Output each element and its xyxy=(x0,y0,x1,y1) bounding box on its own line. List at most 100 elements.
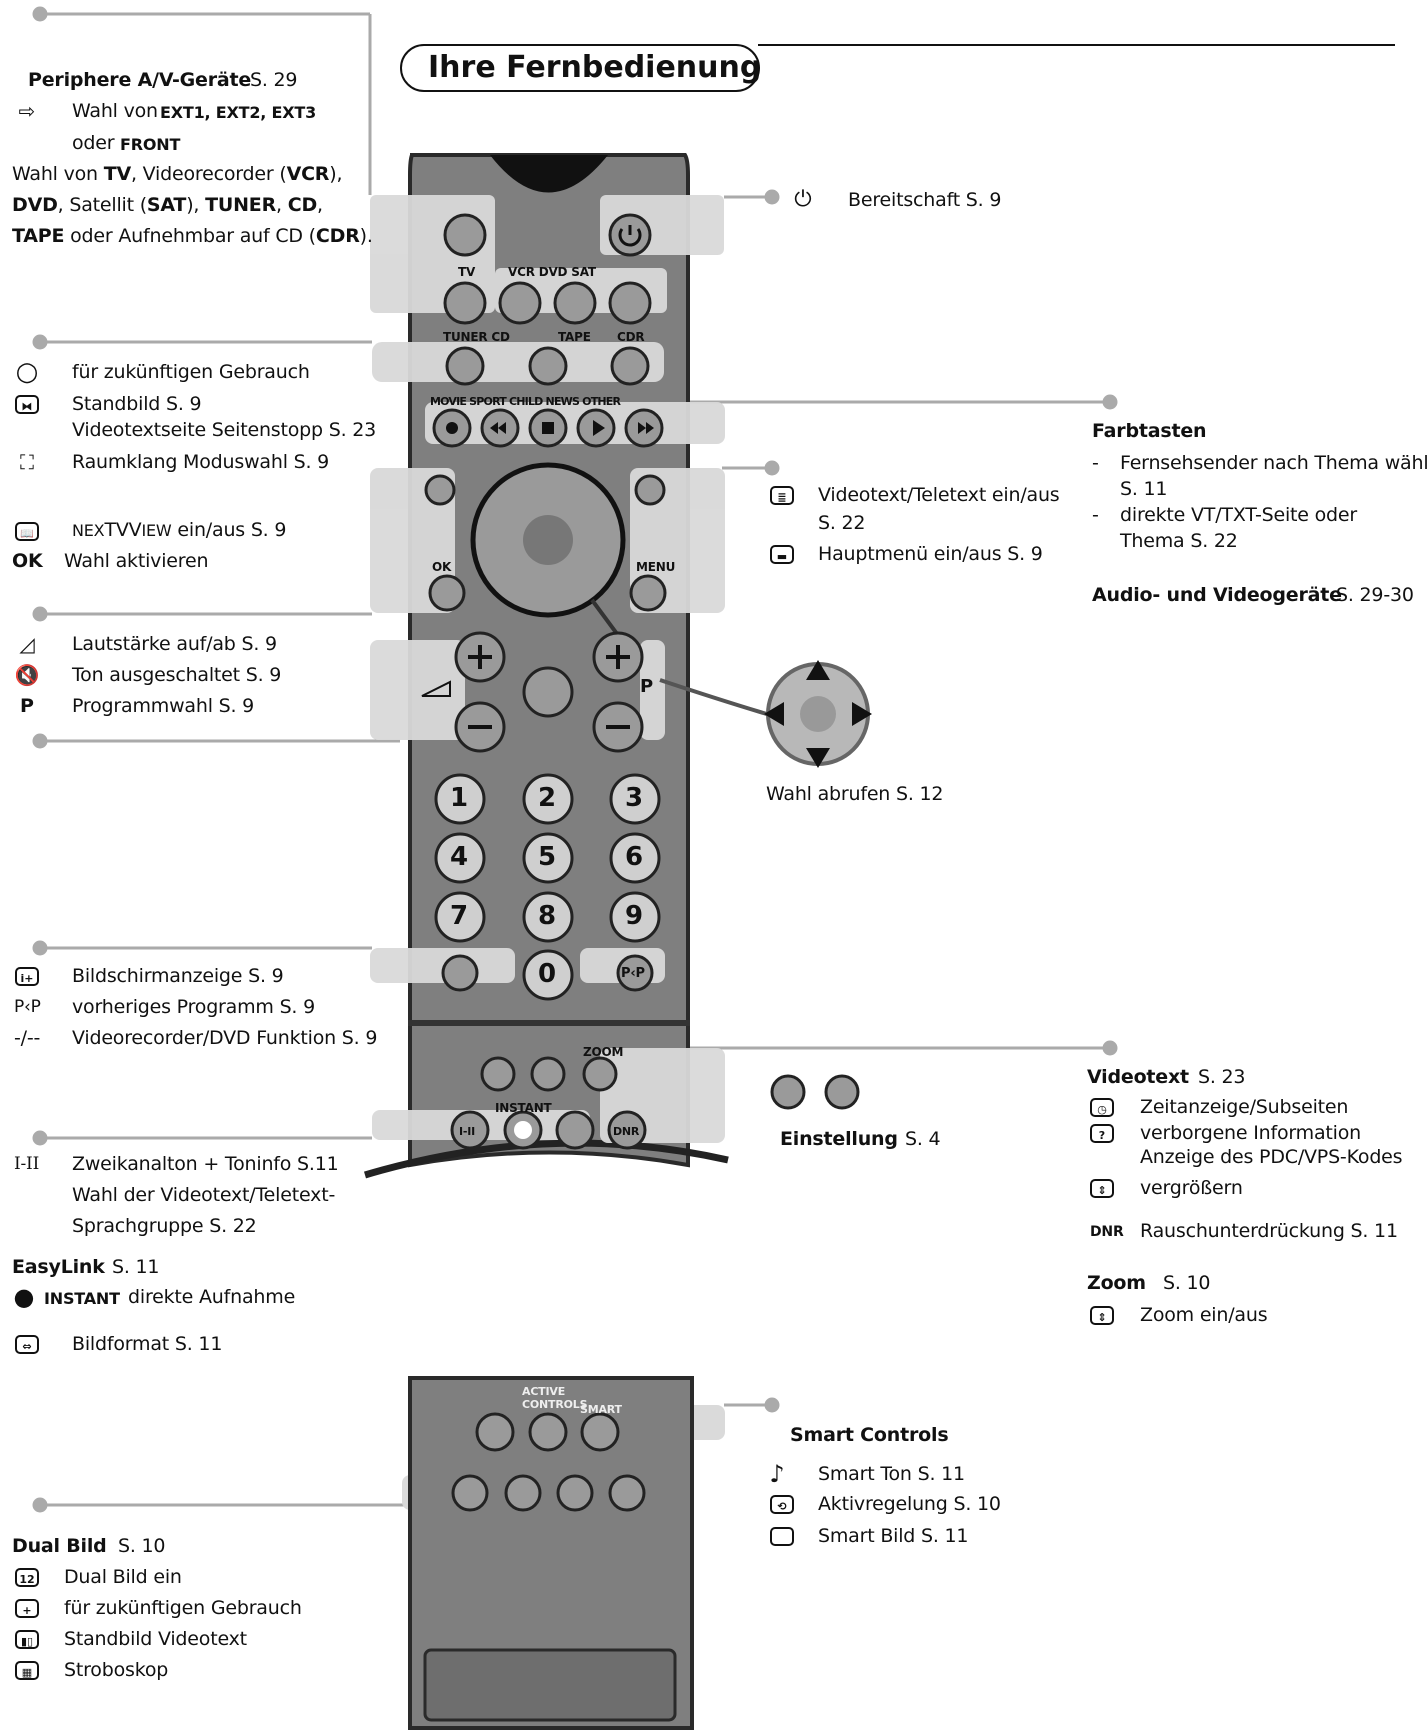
instant-label: INSTANT xyxy=(44,1289,120,1308)
source-tape: TAPE xyxy=(12,225,65,247)
teletext-icon: ≣ xyxy=(770,486,794,505)
videotext-ein-text: Videotext/Teletext ein/aus xyxy=(818,484,1060,506)
p-label: P xyxy=(20,695,34,717)
remote-label-menu: MENU xyxy=(636,560,676,574)
nextview-small: IEW xyxy=(141,521,172,540)
einstellung-page: S. 4 xyxy=(905,1128,941,1150)
digit-0[interactable]: 0 xyxy=(538,959,556,989)
remote-label-zoom: ZOOM xyxy=(583,1045,624,1059)
title-frame xyxy=(400,44,760,92)
active-control-icon: ⟲ xyxy=(770,1495,794,1514)
page-title: Ihre Fernbedienung xyxy=(428,50,762,85)
source-sat: SAT xyxy=(146,194,187,216)
source-text: , Videorecorder ( xyxy=(131,163,287,185)
wahl-videotext-text: Wahl der Videotext/Teletext- xyxy=(72,1184,336,1206)
info-icon: i+ xyxy=(15,967,39,986)
remote-label-smart: SMART xyxy=(580,1403,622,1416)
source-cd: CD xyxy=(287,194,318,216)
pip-icon: + xyxy=(15,1599,39,1618)
source-line-1: Wahl von TV, Videorecorder (VCR), xyxy=(12,162,343,186)
remote-label-themes: MOVIE SPORT CHILD NEWS OTHER xyxy=(430,395,621,408)
smart-picture-icon xyxy=(770,1527,794,1546)
aktivregelung-text: Aktivregelung S. 10 xyxy=(818,1493,1001,1515)
remote-label-dnr: DNR xyxy=(613,1125,640,1138)
ton-aus-text: Ton ausgeschaltet S. 9 xyxy=(72,664,282,686)
zoom-icon: ⇕ xyxy=(1090,1306,1114,1325)
programmwahl-text: Programmwahl S. 9 xyxy=(72,695,255,717)
standbild-text: Standbild S. 9 xyxy=(72,393,202,415)
dual-bild-ein-text: Dual Bild ein xyxy=(64,1566,182,1588)
remote-label-cdr: CDR xyxy=(617,330,645,344)
source-tuner: TUNER xyxy=(205,194,277,216)
remote-label-tv: TV xyxy=(458,265,476,279)
peripheral-heading: Periphere A/V-Geräte xyxy=(28,69,252,91)
source-tv: TV xyxy=(103,163,131,185)
remote-label-instant: INSTANT xyxy=(495,1101,552,1115)
source-text: Wahl von xyxy=(12,163,98,185)
menu-icon: ▬ xyxy=(770,545,794,564)
source-text: , xyxy=(317,194,323,216)
input-select-icon: ⇨ xyxy=(18,99,36,123)
format-icon: ⇔ xyxy=(15,1335,39,1354)
ext-labels: EXT1, EXT2, EXT3 xyxy=(160,103,317,122)
remote-label-active-controls: ACTIVE CONTROLS xyxy=(522,1385,588,1411)
front-label: FRONT xyxy=(120,135,181,154)
videotext-page: S. 23 xyxy=(1198,1066,1246,1088)
direkte-text-2: Thema S. 22 xyxy=(1120,530,1238,552)
zweikanal-text: Zweikanalton + Toninfo S.11 xyxy=(72,1153,339,1175)
remote-label-tape: TAPE xyxy=(558,330,591,344)
digit-6[interactable]: 6 xyxy=(625,842,643,872)
fernseh-text-1: Fernsehsender nach Thema wählen xyxy=(1120,452,1428,474)
future-use-text: für zukünftigen Gebrauch xyxy=(72,361,310,383)
strobe-icon: ▦ xyxy=(15,1661,39,1680)
vergroessern-text: vergrößern xyxy=(1140,1177,1243,1199)
nextview-v: V xyxy=(128,519,142,541)
digit-5[interactable]: 5 xyxy=(538,842,556,872)
remote-label-tuner-cd: TUNER CD xyxy=(443,330,510,344)
digit-7[interactable]: 7 xyxy=(450,901,468,931)
source-text: , Satellit ( xyxy=(57,194,147,216)
verborgene-text: verborgene Information xyxy=(1140,1122,1362,1144)
ok-label: OK xyxy=(12,550,43,572)
dual-screen-icon: 12 xyxy=(15,1568,39,1587)
power-icon: ⏻ xyxy=(794,187,812,212)
digit-8[interactable]: 8 xyxy=(538,901,556,931)
zeitanzeige-text: Zeitanzeige/Subseiten xyxy=(1140,1096,1349,1118)
reveal-icon: ? xyxy=(1090,1124,1114,1143)
record-icon: ● xyxy=(13,1283,35,1311)
standbild-videotext-text: Standbild Videotext xyxy=(64,1628,247,1650)
remote-label-p: P xyxy=(640,676,653,697)
rauschunter-text: Rauschunterdrückung S. 11 xyxy=(1140,1220,1398,1242)
raumklang-text: Raumklang Moduswahl S. 9 xyxy=(72,451,330,473)
digit-9[interactable]: 9 xyxy=(625,901,643,931)
source-text: ). xyxy=(359,225,373,247)
i-ii-label: I-II xyxy=(14,1154,40,1174)
direkte-text-1: direkte VT/TXT-Seite oder xyxy=(1120,504,1358,526)
stroboskop-text: Stroboskop xyxy=(64,1659,169,1681)
surround-icon: ⛶ xyxy=(20,450,34,474)
nextview-prefix: NEX xyxy=(72,521,105,540)
dnr-label: DNR xyxy=(1090,1224,1124,1240)
dash-1: - xyxy=(1092,452,1099,474)
digit-3[interactable]: 3 xyxy=(625,783,643,813)
vorheriges-text: vorheriges Programm S. 9 xyxy=(72,996,315,1018)
mute-icon: 🔇 xyxy=(14,663,40,687)
peripheral-page: S. 29 xyxy=(250,69,298,91)
dual-bild-page: S. 10 xyxy=(118,1535,166,1557)
anzeige-pdc-text: Anzeige des PDC/VPS-Kodes xyxy=(1140,1146,1403,1168)
digit-1[interactable]: 1 xyxy=(450,783,468,813)
farbtasten-heading: Farbtasten xyxy=(1092,420,1207,442)
circle-icon: ○ xyxy=(15,357,39,387)
enlarge-icon: ⇕ xyxy=(1090,1179,1114,1198)
freeze-teletext-icon: ▮▯ xyxy=(15,1630,39,1649)
volume-icon: ◿ xyxy=(19,632,35,656)
digit-2[interactable]: 2 xyxy=(538,783,556,813)
oder-label: oder xyxy=(72,132,115,154)
freeze-icon: ⧓ xyxy=(15,395,39,414)
zoom-ein-text: Zoom ein/aus xyxy=(1140,1304,1268,1326)
bildschirmanzeige-text: Bildschirmanzeige S. 9 xyxy=(72,965,284,987)
wahl-von-ext: Wahl von xyxy=(72,100,158,122)
digit-4[interactable]: 4 xyxy=(450,842,468,872)
zoom-page: S. 10 xyxy=(1163,1272,1211,1294)
videotext-heading: Videotext xyxy=(1087,1066,1189,1088)
